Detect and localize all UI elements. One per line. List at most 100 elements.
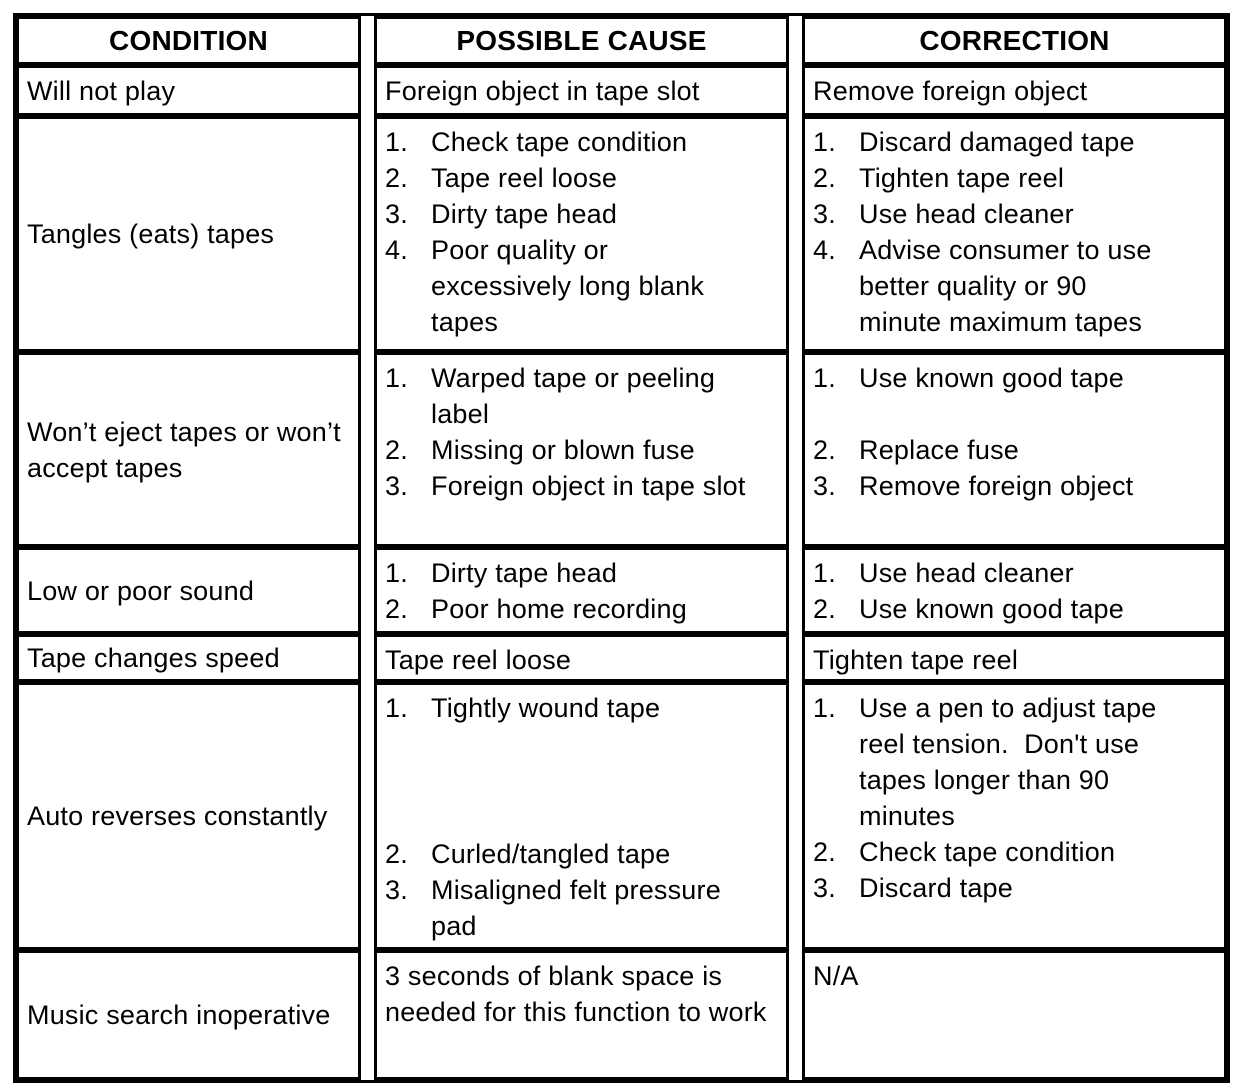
list-item: 1. Use head cleaner [813, 555, 1216, 591]
list-item: 3. Misaligned felt pressure pad [385, 872, 778, 944]
item-text: Use known good tape [859, 594, 1124, 624]
condition-text: Tangles (eats) tapes [27, 219, 275, 249]
list-item: 1. Dirty tape head [385, 555, 778, 591]
list-item: 1. Use a pen to adjust tape reel tension… [813, 690, 1216, 834]
cause-cell: 1. Tightly wound tape 2. Curled/tangled … [374, 682, 789, 950]
header-cell-condition: CONDITION [16, 16, 361, 65]
cause-cell: 1. Check tape condition 2. Tape reel loo… [374, 116, 789, 352]
list-item: 1. Use known good tape [813, 360, 1216, 396]
cause-cell: Foreign object in tape slot [374, 65, 789, 116]
cause-cell: 1. Dirty tape head 2. Poor home recordin… [374, 547, 789, 634]
header-cell-correction: CORRECTION [802, 16, 1227, 65]
item-text: Use known good tape [859, 363, 1124, 393]
correction-text: N/A [813, 961, 859, 991]
correction-cell: 1. Use head cleaner 2. Use known good ta… [802, 547, 1227, 634]
list-item: 2. Tape reel loose [385, 160, 778, 196]
condition-cell: Low or poor sound [16, 547, 361, 634]
condition-cell: Music search inoperative [16, 950, 361, 1080]
item-text: Dirty tape head [431, 558, 618, 588]
item-number: 2. [385, 594, 408, 624]
cause-text: 3 seconds of blank space is needed for t… [385, 961, 767, 1027]
condition-cell: Will not play [16, 65, 361, 116]
item-text: Poor home recording [431, 594, 687, 624]
item-number: 3. [813, 199, 836, 229]
item-text: Misaligned felt pressure pad [431, 875, 729, 941]
correction-cell: 1. Use a pen to adjust tape reel tension… [802, 682, 1227, 950]
list-item: 2. Curled/tangled tape [385, 836, 778, 872]
item-text: Tape reel loose [431, 163, 618, 193]
item-text: Poor quality or excessively long blank t… [431, 235, 712, 337]
item-number: 1. [813, 363, 836, 393]
item-number: 3. [385, 471, 408, 501]
item-text: Discard damaged tape [859, 127, 1135, 157]
list-item: 3. Dirty tape head [385, 196, 778, 232]
list-item: 2. Missing or blown fuse [385, 432, 778, 468]
list-item: 3. Use head cleaner [813, 196, 1216, 232]
item-number: 3. [813, 873, 836, 903]
item-number: 1. [385, 558, 408, 588]
correction-cell: 1. Use known good tape 2. Replace fuse 3… [802, 352, 1227, 547]
item-number: 3. [813, 471, 836, 501]
item-text: Check tape condition [859, 837, 1116, 867]
item-number: 2. [385, 839, 408, 869]
item-number: 1. [813, 127, 836, 157]
item-number: 1. [813, 693, 836, 723]
condition-text: Music search inoperative [27, 1000, 331, 1030]
troubleshooting-table: CONDITION POSSIBLE CAUSE CORRECTION Will… [13, 13, 1230, 1083]
item-text: Advise consumer to use better quality or… [859, 235, 1160, 337]
item-number: 2. [813, 837, 836, 867]
item-number: 3. [385, 875, 408, 905]
item-text: Tightly wound tape [431, 693, 661, 723]
condition-cell: Tangles (eats) tapes [16, 116, 361, 352]
condition-cell: Auto reverses constantly [16, 682, 361, 950]
condition-text: Auto reverses constantly [27, 801, 328, 831]
correction-cell: Tighten tape reel [802, 634, 1227, 682]
item-text: Missing or blown fuse [431, 435, 695, 465]
item-text: Foreign object in tape slot [431, 471, 746, 501]
item-number: 4. [813, 235, 836, 265]
correction-text: Tighten tape reel [813, 645, 1019, 675]
condition-text: Tape changes speed [27, 643, 280, 673]
list-item: 4. Advise consumer to use better quality… [813, 232, 1216, 340]
list-item: 2. Check tape condition [813, 834, 1216, 870]
condition-cell: Tape changes speed [16, 634, 361, 682]
item-number: 2. [813, 435, 836, 465]
item-number: 1. [813, 558, 836, 588]
item-number: 2. [385, 163, 408, 193]
condition-cell: Won’t eject tapes or won’t accept tapes [16, 352, 361, 547]
list-item: 2. Use known good tape [813, 591, 1216, 627]
item-text: Tighten tape reel [859, 163, 1065, 193]
correction-cell: Remove foreign object [802, 65, 1227, 116]
item-text: Check tape condition [431, 127, 688, 157]
list-item: 3. Remove foreign object [813, 468, 1216, 504]
item-text: Remove foreign object [859, 471, 1134, 501]
list-item: 1. Warped tape or peeling label [385, 360, 778, 432]
list-item: 1. Discard damaged tape [813, 124, 1216, 160]
item-text: Warped tape or peeling label [431, 363, 723, 429]
list-item: 3. Foreign object in tape slot [385, 468, 778, 504]
item-number: 1. [385, 693, 408, 723]
item-number: 4. [385, 235, 408, 265]
list-item: 3. Discard tape [813, 870, 1216, 906]
list-item: 2. Tighten tape reel [813, 160, 1216, 196]
list-item: 1. Check tape condition [385, 124, 778, 160]
cause-cell: 3 seconds of blank space is needed for t… [374, 950, 789, 1080]
correction-cell: N/A [802, 950, 1227, 1080]
item-text: Replace fuse [859, 435, 1019, 465]
correction-text: Remove foreign object [813, 76, 1088, 106]
cause-cell: 1. Warped tape or peeling label 2. Missi… [374, 352, 789, 547]
item-text: Curled/tangled tape [431, 839, 671, 869]
item-text: Discard tape [859, 873, 1013, 903]
list-item: 4. Poor quality or excessively long blan… [385, 232, 778, 340]
item-text: Use a pen to adjust tape reel tension. D… [859, 693, 1165, 831]
header-cell-possible-cause: POSSIBLE CAUSE [374, 16, 789, 65]
cause-cell: Tape reel loose [374, 634, 789, 682]
correction-cell: 1. Discard damaged tape 2. Tighten tape … [802, 116, 1227, 352]
item-text: Use head cleaner [859, 558, 1074, 588]
condition-text: Will not play [27, 75, 176, 106]
condition-text: Low or poor sound [27, 575, 255, 606]
condition-text: Won’t eject tapes or won’t accept tapes [27, 416, 341, 483]
item-number: 1. [385, 127, 408, 157]
item-number: 3. [385, 199, 408, 229]
